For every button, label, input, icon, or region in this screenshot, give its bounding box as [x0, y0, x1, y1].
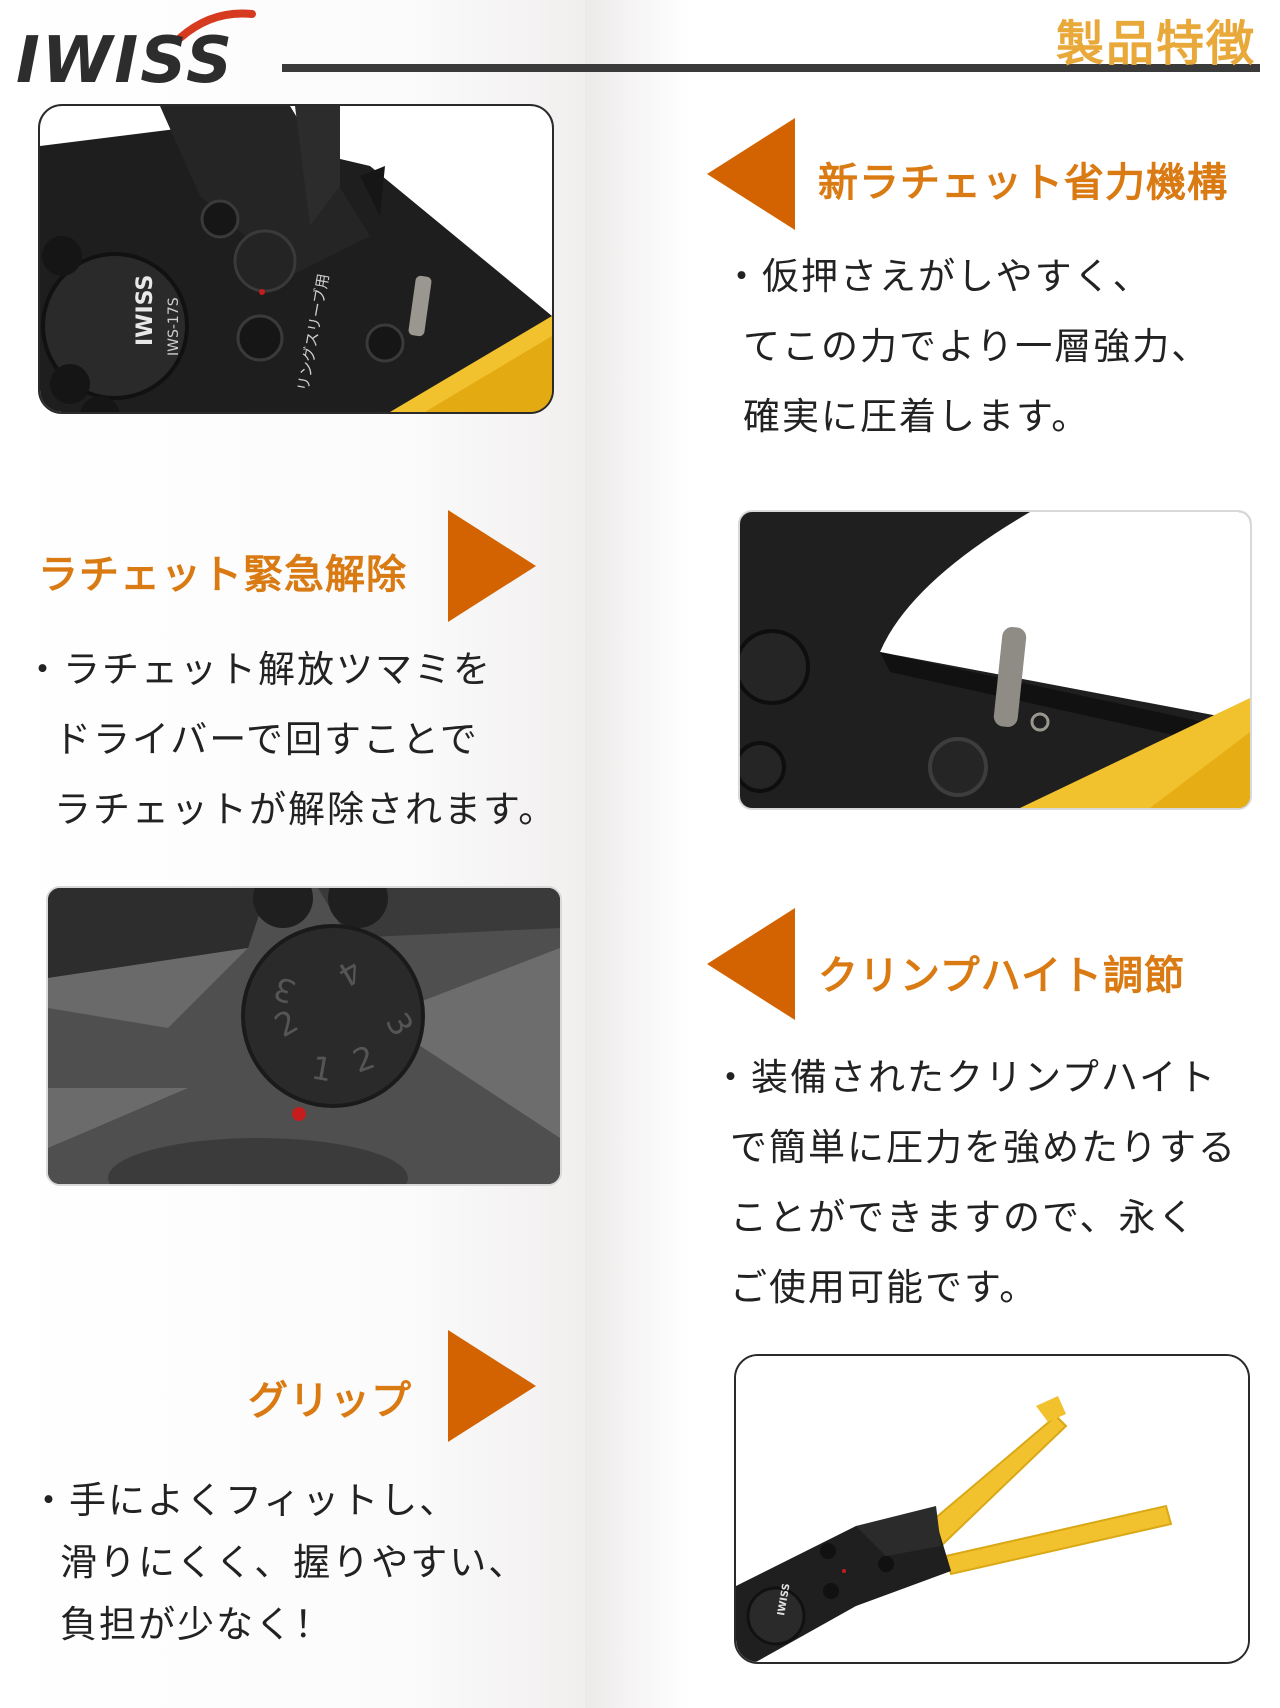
text-line: 負担が少なく！ [60, 1603, 333, 1646]
text-line: 確実に圧着します。 [743, 395, 1091, 438]
full-crimper-photo: IWISS [734, 1354, 1250, 1664]
feature-heading-ratchet-mechanism: 新ラチェット省力機構 [818, 160, 1228, 206]
feature-heading-grip: グリップ [248, 1378, 412, 1424]
arrow-right-icon [448, 510, 536, 622]
feature-heading-crimp-height: クリンプハイト調節 [818, 953, 1185, 999]
text-line: で簡単に圧力を強めたりする [730, 1126, 1237, 1169]
brand-wordmark: IWISS [16, 24, 234, 88]
arrow-right-icon [448, 1330, 536, 1442]
feature-text-ratchet-mechanism: ・仮押さえがしやすく、 てこの力でより一層強力、 確実に圧着します。 [723, 242, 1210, 452]
text-line: 滑りにくく、握りやすい、 [60, 1541, 528, 1584]
text-line: ことができますので、永く [730, 1196, 1197, 1239]
arrow-left-icon [707, 118, 795, 230]
iwiss-logo: IWISS [16, 9, 256, 88]
arrow-left-icon [707, 908, 795, 1020]
feature-text-crimp-height: ・装備されたクリンプハイト で簡単に圧力を強めたりする ことができますので、永く… [712, 1043, 1237, 1323]
text-line: ドライバーで回すことで [54, 718, 479, 761]
crimp-dial-photo: 2 1 2 3 4 3 [46, 886, 562, 1186]
text-line: ラチェットが解除されます。 [54, 788, 558, 831]
center-divider-band [585, 0, 690, 1708]
text-line: てこの力でより一層強力、 [743, 325, 1211, 368]
text-line: ・仮押さえがしやすく、 [723, 255, 1152, 298]
text-line: ・装備されたクリンプハイト [712, 1056, 1218, 1099]
crimper-head-photo: IWISS IWS-17S リングスリーブ用 [38, 104, 554, 414]
ratchet-lever-photo [738, 510, 1252, 810]
head-model-text: IWS-17S [166, 297, 182, 356]
feature-heading-emergency-release: ラチェット緊急解除 [38, 552, 407, 598]
feature-text-grip: ・手によくフィットし、 滑りにくく、握りやすい、 負担が少なく！ [30, 1470, 527, 1656]
header-rule [282, 64, 1260, 72]
head-brand-text: IWISS [133, 275, 158, 346]
feature-text-emergency-release: ・ラチェット解放ツマミを ドライバーで回すことで ラチェットが解除されます。 [24, 635, 557, 845]
text-line: ・ラチェット解放ツマミを [24, 648, 492, 691]
text-line: ご使用可能です。 [730, 1266, 1039, 1309]
text-line: ・手によくフィットし、 [30, 1479, 459, 1522]
page-title: 製品特徴 [1055, 16, 1256, 72]
